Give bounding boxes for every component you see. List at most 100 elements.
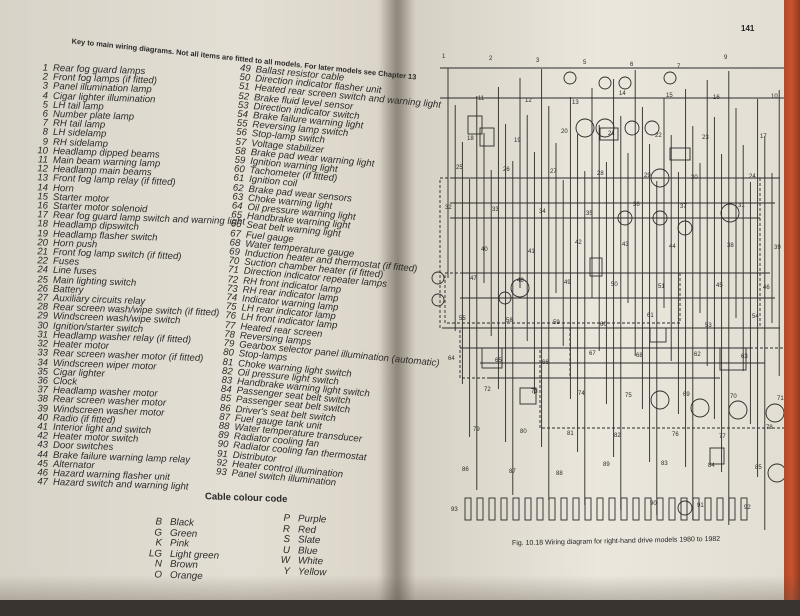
component-label: 23 [702, 135, 709, 141]
key-item-number: 47 [37, 476, 48, 488]
terminal [476, 497, 484, 521]
lamp-symbol [598, 76, 612, 90]
component-label: 48 [517, 278, 524, 284]
component-label: 93 [451, 507, 458, 513]
component-label: 14 [619, 91, 626, 97]
component-label: 2 [489, 56, 493, 62]
component-label: 28 [597, 171, 604, 177]
terminal [572, 497, 580, 521]
terminal [608, 497, 616, 521]
component-label: 47 [470, 276, 477, 282]
component-label: 51 [658, 284, 665, 290]
component-box [467, 115, 483, 135]
component-label: 60 [600, 322, 607, 328]
component-label: 73 [531, 389, 538, 395]
lamp-symbol [765, 403, 785, 423]
lamp-symbol [510, 278, 530, 298]
component-label: 13 [572, 100, 579, 106]
component-label: 50 [611, 282, 618, 288]
lamp-symbol [644, 120, 660, 136]
component-box [479, 127, 495, 147]
component-label: 22 [655, 133, 662, 139]
component-label: 16 [713, 95, 720, 101]
component-label: 32 [445, 205, 452, 211]
component-label: 55 [459, 316, 466, 322]
component-label: 67 [589, 351, 596, 357]
component-label: 63 [741, 354, 748, 360]
component-label: 68 [636, 353, 643, 359]
component-label: 53 [705, 323, 712, 329]
component-label: 75 [625, 393, 632, 399]
component-label: 12 [525, 98, 532, 104]
component-box [589, 257, 603, 277]
component-label: 84 [708, 463, 715, 469]
lamp-symbol [563, 71, 577, 85]
lamp-symbol [650, 390, 670, 410]
component-label: 38 [727, 243, 734, 249]
cable-colour-title: Cable colour code [205, 491, 288, 506]
component-label: 87 [509, 469, 516, 475]
terminal [500, 497, 508, 521]
component-label: 30 [691, 175, 698, 181]
component-box [519, 387, 537, 405]
component-box [599, 127, 619, 141]
lamp-symbol [618, 76, 632, 90]
component-label: 78 [766, 425, 773, 431]
component-label: 81 [567, 431, 574, 437]
left-page: Key to main wiring diagrams. Not all ite… [0, 0, 441, 614]
component-label: 62 [694, 352, 701, 358]
terminal [716, 497, 724, 521]
key-item-number: 93 [215, 466, 228, 479]
component-label: 35 [586, 211, 593, 217]
component-label: 36 [633, 202, 640, 208]
component-label: 3 [536, 58, 540, 64]
component-label: 1 [442, 54, 446, 60]
terminal [596, 497, 604, 521]
lamp-symbol [431, 271, 445, 285]
component-label: 21 [608, 131, 615, 137]
terminal [740, 497, 748, 521]
component-label: 85 [755, 465, 762, 471]
component-label: 40 [481, 247, 488, 253]
lamp-symbol [595, 118, 615, 138]
component-label: 41 [528, 249, 535, 255]
component-label: 66 [542, 360, 549, 366]
component-frame [459, 327, 571, 379]
terminal [704, 497, 712, 521]
terminal [560, 497, 568, 521]
component-label: 39 [774, 245, 781, 251]
lamp-symbol [677, 220, 693, 236]
component-label: 45 [716, 283, 723, 289]
book-cover-edge [784, 0, 800, 600]
lamp-symbol [624, 120, 640, 136]
component-label: 72 [484, 387, 491, 393]
component-label: 70 [730, 394, 737, 400]
component-label: 10 [771, 94, 778, 100]
component-label: 61 [647, 313, 654, 319]
key-item-label: Hazard switch and warning light [53, 476, 189, 493]
component-label: 11 [478, 96, 485, 102]
component-label: 49 [564, 280, 571, 286]
component-box [649, 327, 667, 343]
component-label: 91 [697, 503, 704, 509]
component-label: 29 [644, 173, 651, 179]
open-manual: Key to main wiring diagrams. Not all ite… [0, 0, 800, 600]
lamp-symbol [575, 118, 595, 138]
component-label: 64 [448, 356, 455, 362]
terminal [632, 497, 640, 521]
terminal [644, 497, 652, 521]
terminal [524, 497, 532, 521]
terminal [584, 497, 592, 521]
component-label: 80 [520, 429, 527, 435]
component-label: 44 [669, 244, 676, 250]
component-label: 43 [622, 242, 629, 248]
component-label: 20 [561, 129, 568, 135]
page-shadow [0, 575, 800, 600]
component-label: 76 [672, 432, 679, 438]
component-label: 92 [744, 505, 751, 511]
lamp-symbol [690, 398, 710, 418]
component-label: 9 [724, 55, 728, 61]
terminal [512, 497, 520, 521]
